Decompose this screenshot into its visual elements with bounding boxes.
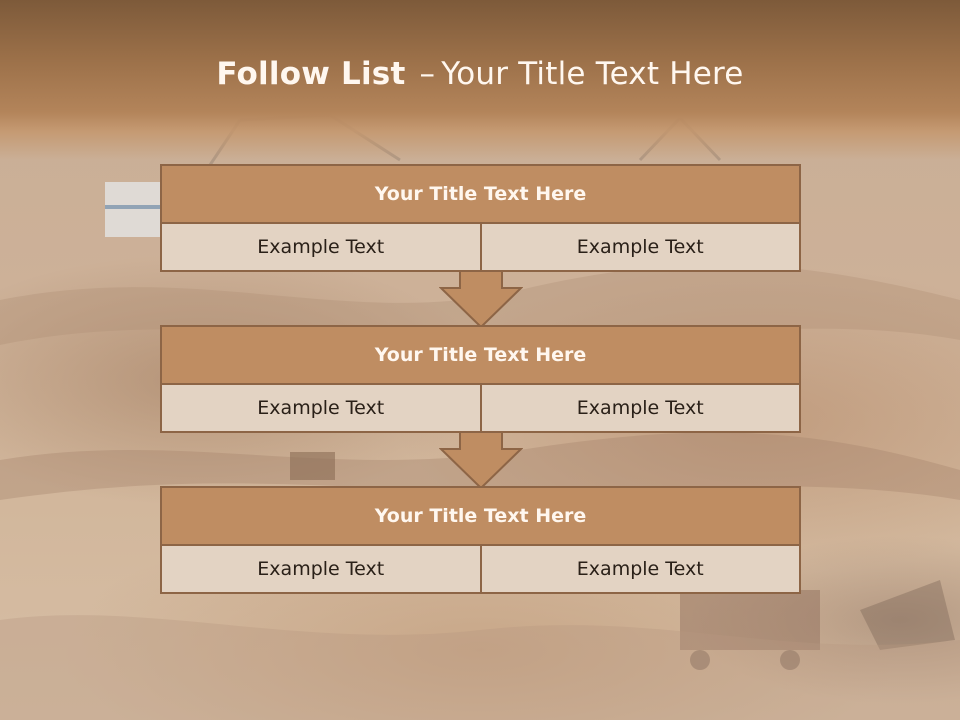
list-block-1: Your Title Text Here Example Text Exampl… — [160, 164, 801, 272]
page-title: Follow List–Your Title Text Here — [0, 56, 960, 92]
down-arrow-icon — [439, 270, 523, 328]
title-banner — [0, 0, 960, 160]
block-cell-right: Example Text — [479, 385, 800, 431]
block-row: Example Text Example Text — [162, 546, 799, 592]
block-cell-right: Example Text — [479, 224, 800, 270]
down-arrow-icon — [439, 431, 523, 489]
block-title: Your Title Text Here — [162, 166, 799, 224]
block-cell-right: Example Text — [479, 546, 800, 592]
block-cell-left: Example Text — [257, 558, 385, 580]
list-block-3: Your Title Text Here Example Text Exampl… — [160, 486, 801, 594]
page-title-dash: – — [419, 56, 436, 92]
list-block-2: Your Title Text Here Example Text Exampl… — [160, 325, 801, 433]
block-title: Your Title Text Here — [162, 327, 799, 385]
page-title-rest: Your Title Text Here — [441, 56, 744, 92]
block-row: Example Text Example Text — [162, 385, 799, 431]
block-cell-left: Example Text — [257, 236, 385, 258]
block-row: Example Text Example Text — [162, 224, 799, 270]
block-title: Your Title Text Here — [162, 488, 799, 546]
page-title-bold: Follow List — [216, 56, 406, 92]
block-cell-left: Example Text — [257, 397, 385, 419]
